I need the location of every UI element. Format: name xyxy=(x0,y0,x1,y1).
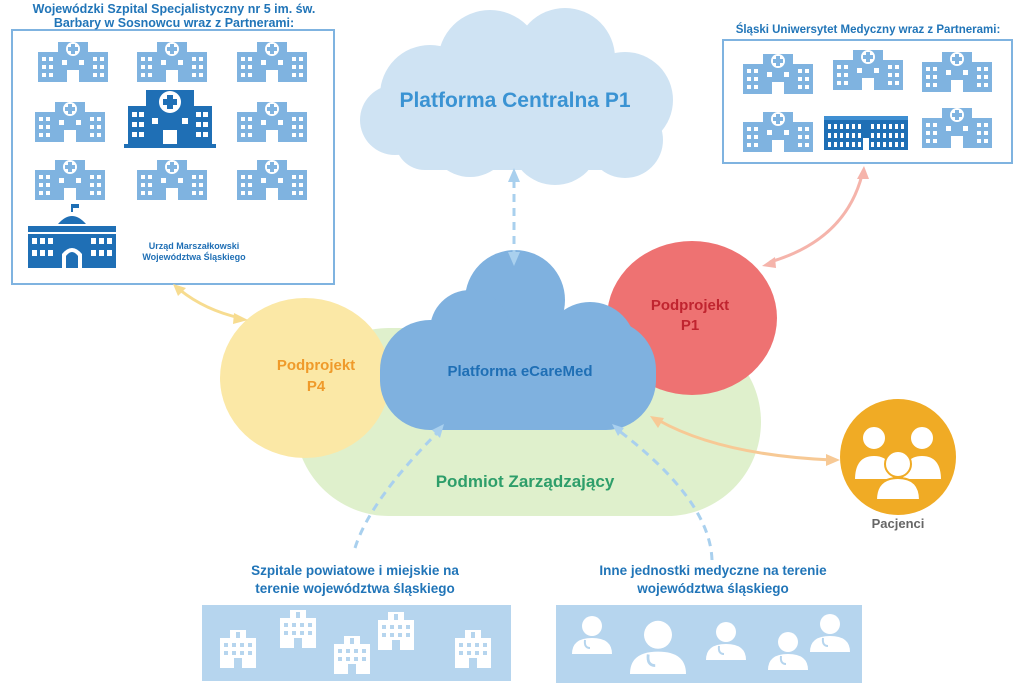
arrow-head xyxy=(857,166,869,179)
p1-label-line2: P1 xyxy=(680,317,700,334)
ecaremed-cloud xyxy=(380,250,656,430)
university-building-icon xyxy=(824,116,908,150)
arrow-ecare-patients xyxy=(657,418,833,462)
main-hospital-icon xyxy=(124,90,216,148)
arrow-head xyxy=(432,424,444,438)
bottom-left-line1: Szpitale powiatowe i miejskie na xyxy=(251,563,459,578)
p1-label-line1: Podprojekt xyxy=(650,297,730,314)
arrow-head xyxy=(650,416,664,428)
arrow-head xyxy=(762,257,776,268)
right-box-title: Śląski Uniwersytet Medyczny wraz z Partn… xyxy=(735,24,1001,36)
arrow-head xyxy=(233,313,248,324)
arrow-bottom-left-ecare xyxy=(353,428,442,549)
arrow-head xyxy=(508,252,520,266)
government-building-icon xyxy=(28,204,116,268)
patients-label: Pacjenci xyxy=(871,516,925,531)
podmiot-label: Podmiot Zarządzający xyxy=(435,472,615,491)
connection-arrows xyxy=(173,166,869,561)
arrow-bottom-right-ecare xyxy=(617,428,714,561)
bottom-left-line2: terenie województwa śląskiego xyxy=(255,581,455,596)
arrow-head xyxy=(173,284,186,296)
bottom-right-line2: województwa śląskiego xyxy=(637,581,789,596)
arrow-head xyxy=(612,424,624,436)
p4-label-line1: Podprojekt xyxy=(276,357,356,374)
arrow-head xyxy=(826,454,840,466)
arrow-left-box-p4 xyxy=(179,288,241,320)
p4-label-line2: P4 xyxy=(306,378,326,395)
left-box-title: Wojewódzki Szpital Specjalistyczny nr 5 … xyxy=(32,2,316,30)
ecaremed-label: Platforma eCareMed xyxy=(447,363,593,380)
urzad-label: Urząd Marszałkowski Województwa Śląskieg… xyxy=(142,241,246,262)
arrow-right-box-p1 xyxy=(769,174,864,264)
central-platform-cloud xyxy=(360,8,673,185)
p4-circle xyxy=(220,298,390,458)
central-platform-label: Platforma Centralna P1 xyxy=(399,89,631,112)
patients-icon xyxy=(840,399,956,515)
arrow-head xyxy=(508,168,520,182)
bottom-right-line1: Inne jednostki medyczne na terenie xyxy=(599,563,827,578)
